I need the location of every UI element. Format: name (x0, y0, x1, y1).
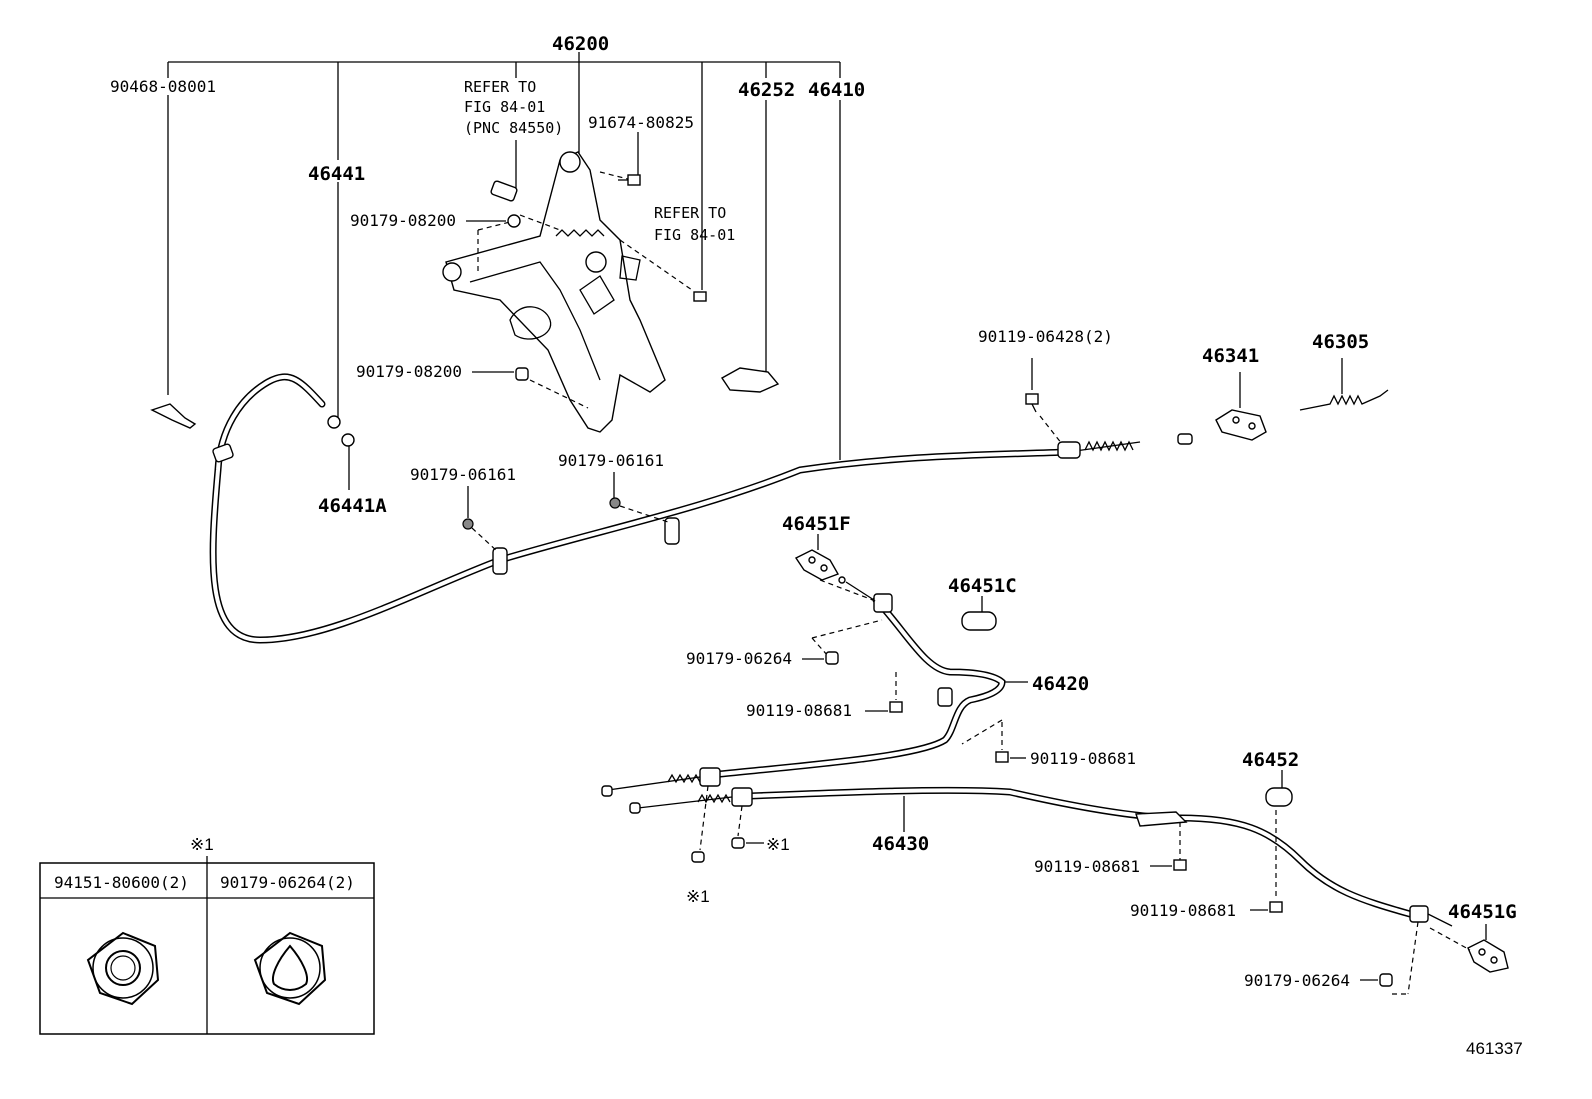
part-46451G (1429, 924, 1509, 973)
bolt-90119-08681-a (865, 672, 903, 713)
part-90468-08001 (150, 403, 197, 429)
bolt-90119-08681-d (1250, 810, 1283, 913)
part-46451F (794, 534, 879, 603)
bracket-46200 (167, 52, 841, 490)
legend-box: ※1 94151-80600(2) 90179-06264(2) (39, 835, 375, 1035)
label-46441: 46441 (308, 163, 365, 185)
label-90179-06161-left: 90179-06161 (410, 465, 516, 484)
bolt-90119-06428 (1025, 358, 1063, 445)
label-46451F: 46451F (782, 513, 851, 535)
legend-col1: 94151-80600(2) (54, 873, 189, 892)
legend-col2: 90179-06264(2) (220, 873, 355, 892)
label-46305: 46305 (1312, 331, 1369, 353)
nut-46441 (327, 415, 341, 429)
label-90179-06161-right: 90179-06161 (558, 451, 664, 470)
label-46410: 46410 (808, 79, 865, 101)
label-46420: 46420 (1032, 673, 1089, 695)
bolt-90119-08681-b (961, 719, 1026, 763)
label-90119-08681-a: 90119-08681 (746, 701, 852, 720)
label-90179-06264-upper: 90179-06264 (686, 649, 792, 668)
label-refer1-line3: (PNC 84550) (464, 119, 563, 137)
label-note1-right: ※1 (766, 835, 790, 854)
hex-nut-icon (86, 931, 160, 1006)
label-refer1-line1: REFER TO (464, 78, 536, 96)
part-46452 (1265, 770, 1293, 807)
label-90179-08200-lower: 90179-08200 (356, 362, 462, 381)
label-refer2-line2: FIG 84-01 (654, 226, 735, 244)
label-46252: 46252 (738, 79, 795, 101)
part-46341 (1215, 372, 1267, 441)
nut-90179-08200-upper (507, 214, 521, 228)
label-46430: 46430 (872, 833, 929, 855)
legend-mark: ※1 (190, 835, 214, 854)
cable-46410 (209, 373, 1193, 644)
label-refer2-line1: REFER TO (654, 204, 726, 222)
bolt-91674 (618, 174, 641, 186)
labels: 46200 90468-08001 46441 46441A REFER TO … (110, 33, 1523, 1058)
bolt-90119-08681-c (1150, 822, 1187, 871)
cable-46420 (601, 576, 1028, 797)
label-note1-lower: ※1 (686, 887, 710, 906)
clamp-left (462, 518, 508, 575)
nut-46441A (341, 433, 355, 447)
bolt-refer-84-01 (693, 291, 707, 302)
fasteners-note1 (691, 785, 764, 863)
label-90119-08681-d: 90119-08681 (1130, 901, 1236, 920)
label-91674-80825: 91674-80825 (588, 113, 694, 132)
label-90179-06264-lower: 90179-06264 (1244, 971, 1350, 990)
label-46441A: 46441A (318, 495, 387, 517)
label-refer1-line2: FIG 84-01 (464, 98, 545, 116)
label-46452: 46452 (1242, 749, 1299, 771)
label-90119-08681-c: 90119-08681 (1034, 857, 1140, 876)
label-90468-08001: 90468-08001 (110, 77, 216, 96)
refer-part-84550 (490, 180, 518, 202)
diagram-id: 461337 (1466, 1039, 1523, 1058)
brake-lever-assembly (442, 151, 693, 433)
label-46451C: 46451C (948, 575, 1017, 597)
nut-90179-06264-a (811, 619, 883, 665)
label-46451G: 46451G (1448, 901, 1517, 923)
spring-46305 (1299, 358, 1389, 411)
nut-90179-06264-b (1360, 921, 1419, 995)
nut-90179-08200-lower (515, 367, 529, 381)
lock-nut-icon (253, 931, 327, 1006)
label-90119-06428: 90119-06428(2) (978, 327, 1113, 346)
part-46451C (961, 596, 997, 631)
label-90179-08200-upper: 90179-08200 (350, 211, 456, 230)
label-90119-08681-b: 90119-08681 (1030, 749, 1136, 768)
cable-46430 (629, 786, 1453, 927)
label-46341: 46341 (1202, 345, 1259, 367)
part-46252 (720, 367, 780, 393)
clamp-right (609, 497, 680, 545)
label-46200: 46200 (552, 33, 609, 55)
